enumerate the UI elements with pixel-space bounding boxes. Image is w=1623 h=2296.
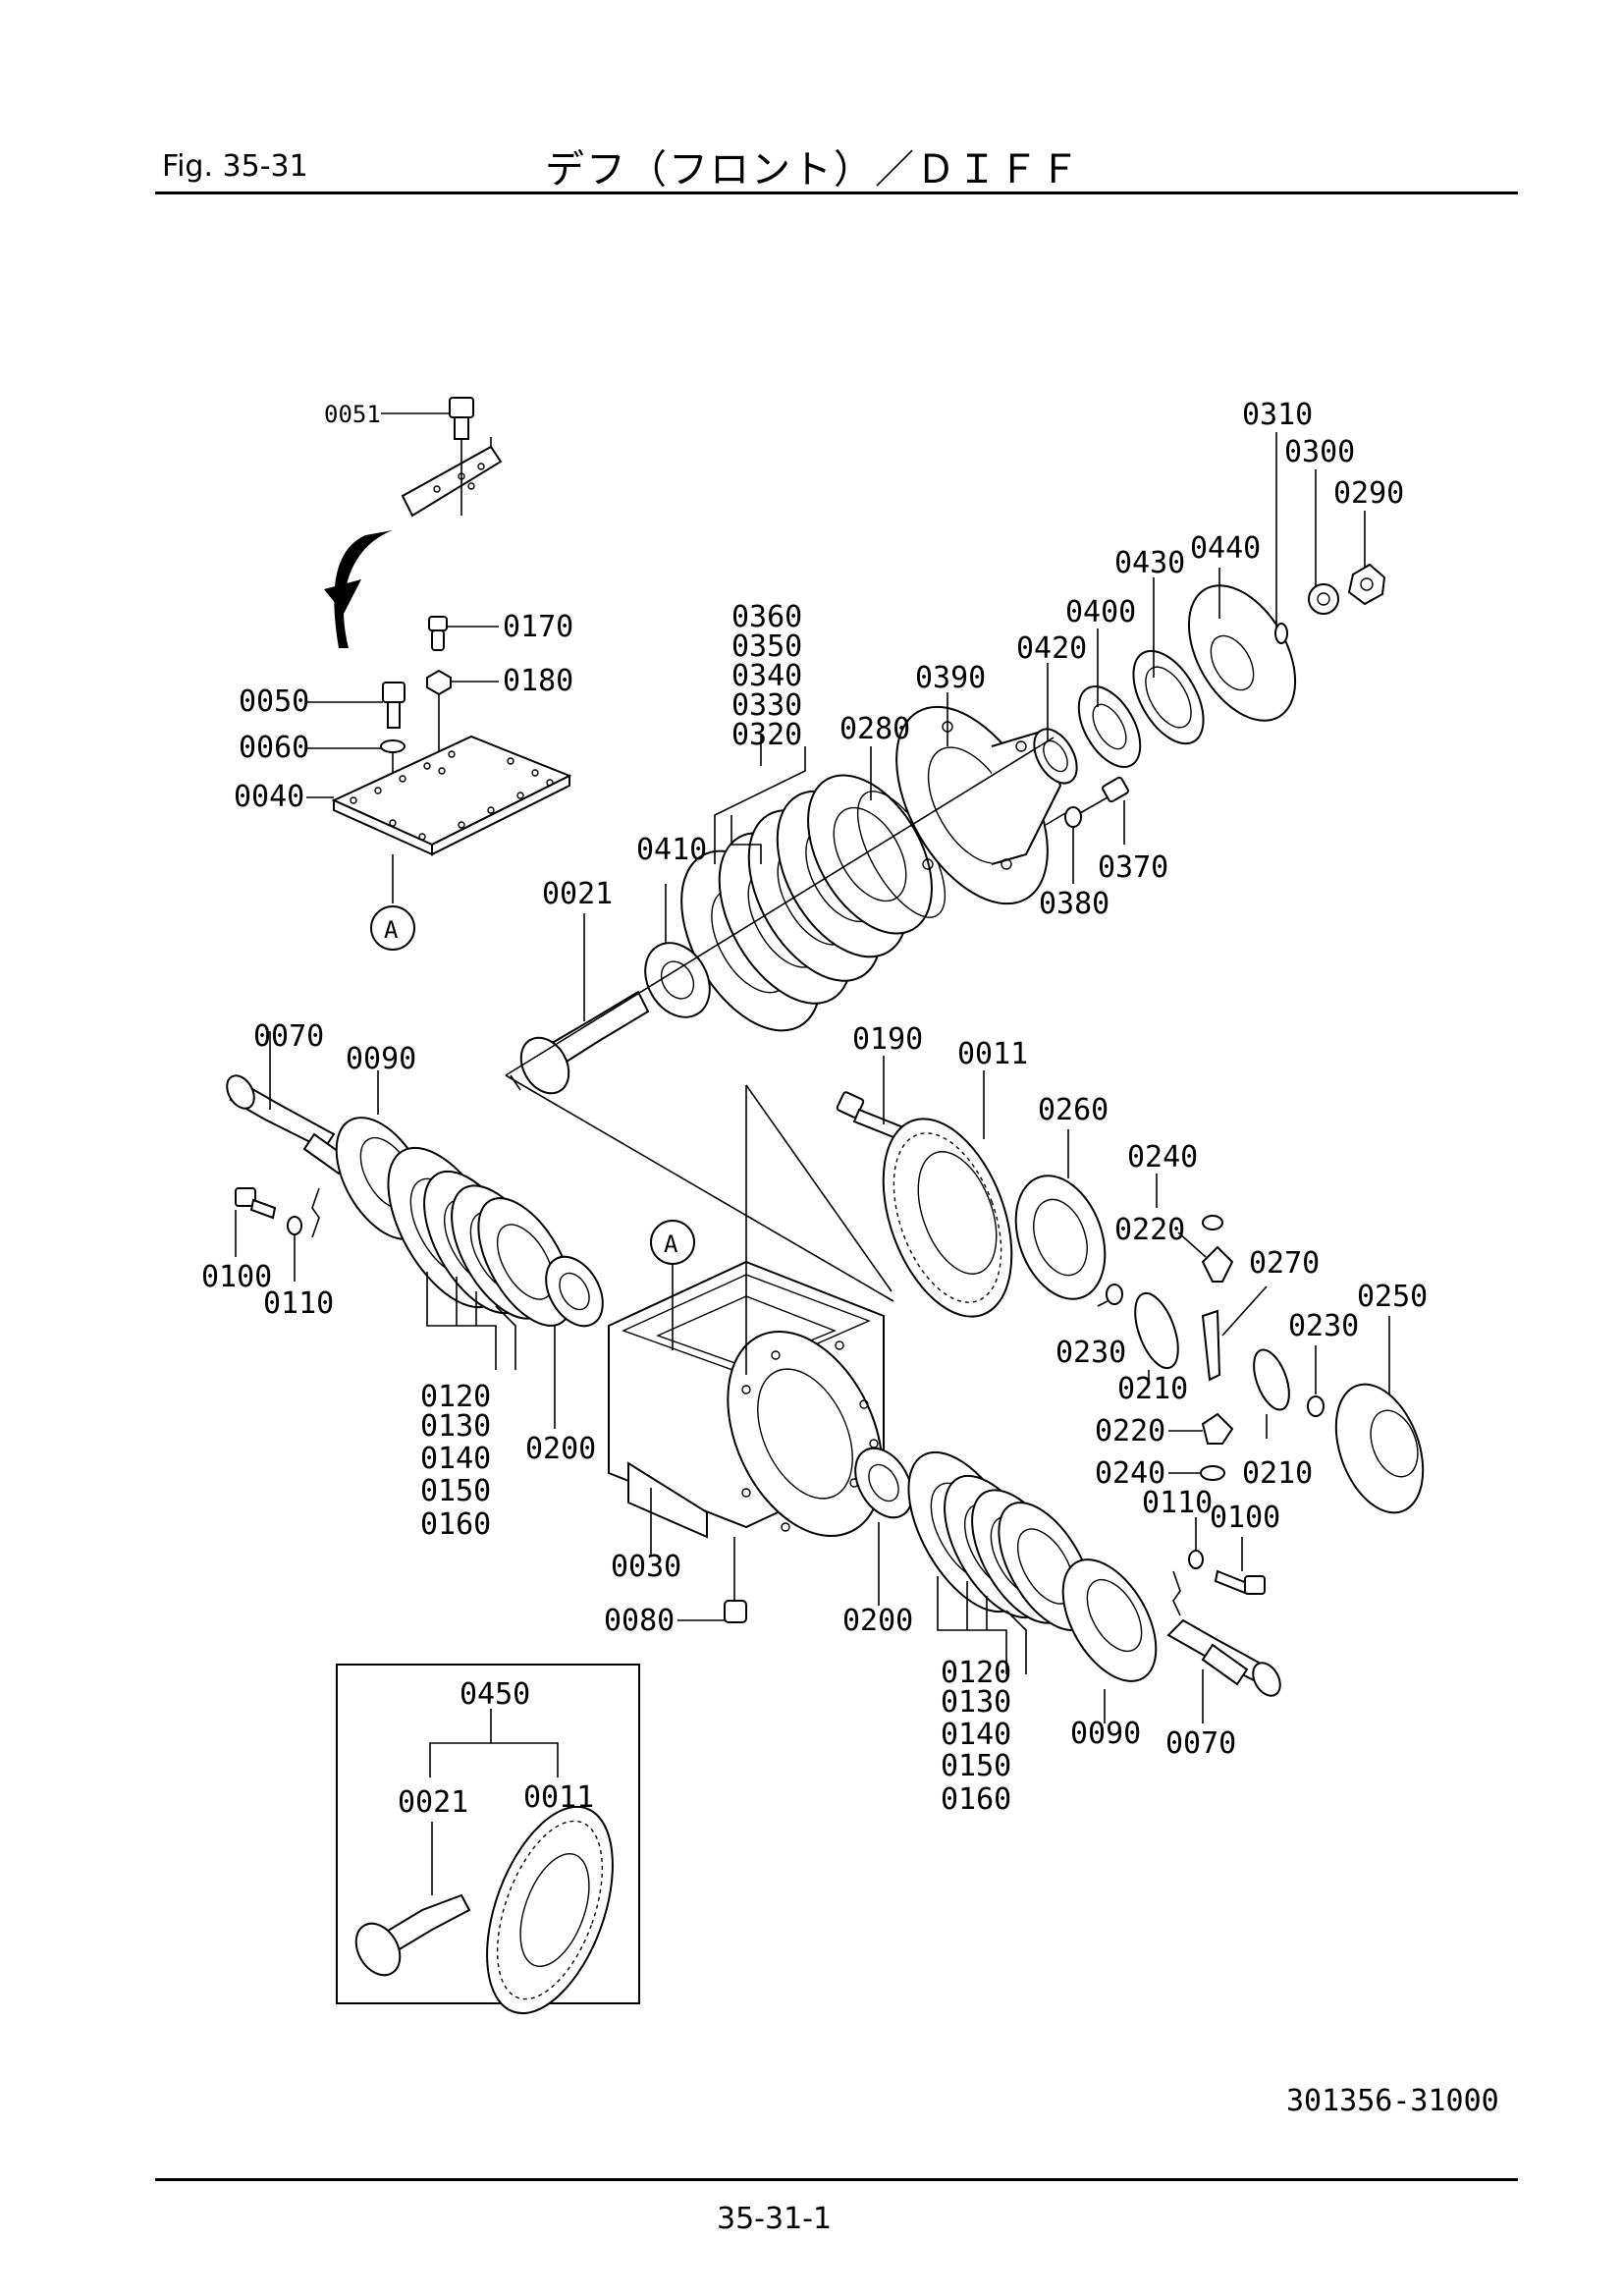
callout-0330: 0330	[731, 688, 802, 723]
callout-0200-right: 0200	[842, 1604, 913, 1638]
callout-0110-left: 0110	[263, 1286, 334, 1321]
callout-0011: 0011	[957, 1037, 1028, 1071]
callout-0011-inset: 0011	[523, 1780, 594, 1815]
callout-labels: 0051 0170 0180 0050 0060 0040 A 0360 035…	[201, 398, 1428, 1820]
callout-0130-left: 0130	[420, 1409, 491, 1444]
callout-0280: 0280	[839, 712, 910, 746]
callout-0410: 0410	[636, 833, 707, 867]
callout-0430: 0430	[1114, 546, 1185, 580]
callout-0380: 0380	[1039, 887, 1109, 921]
callout-0180: 0180	[503, 664, 573, 698]
callout-A-2: A	[664, 1230, 678, 1258]
callout-0150-right: 0150	[941, 1749, 1011, 1783]
callout-0110-right: 0110	[1142, 1486, 1213, 1520]
diff-internals-group	[1097, 1174, 1425, 1514]
callout-0290: 0290	[1333, 476, 1404, 511]
callout-0240-bottom: 0240	[1095, 1456, 1165, 1491]
callout-0220-bottom: 0220	[1095, 1414, 1165, 1449]
callout-0190: 0190	[852, 1022, 923, 1057]
callout-0100-right: 0100	[1210, 1501, 1280, 1535]
callout-0160-left: 0160	[420, 1507, 491, 1542]
callout-0450: 0450	[460, 1677, 530, 1712]
callout-0350: 0350	[731, 629, 802, 664]
callout-0130-right: 0130	[941, 1685, 1011, 1720]
callout-0260: 0260	[1038, 1093, 1109, 1127]
callout-0360: 0360	[731, 600, 802, 634]
callout-0080: 0080	[604, 1604, 675, 1638]
callout-0040: 0040	[234, 780, 304, 814]
callout-0200-left: 0200	[525, 1432, 596, 1466]
callout-0021-inset: 0021	[398, 1785, 468, 1820]
callout-0440: 0440	[1190, 531, 1261, 566]
callout-0300: 0300	[1284, 435, 1355, 469]
callout-0060: 0060	[239, 731, 309, 765]
callout-0050: 0050	[239, 684, 309, 719]
callout-0030: 0030	[611, 1550, 681, 1584]
callout-0120-left: 0120	[420, 1380, 491, 1414]
diff-case-group	[608, 1056, 1107, 1623]
cover-plate-group	[306, 397, 572, 951]
callout-0420: 0420	[1016, 631, 1087, 666]
page-number: 35-31-1	[717, 2202, 833, 2236]
right-axle-group	[854, 1447, 1281, 1723]
callout-0140-left: 0140	[420, 1442, 491, 1476]
callout-0250: 0250	[1357, 1280, 1428, 1314]
callout-0240-top: 0240	[1127, 1140, 1198, 1175]
callout-0310: 0310	[1242, 398, 1313, 432]
pinion-shaft-group	[505, 432, 1386, 1302]
callout-0170: 0170	[503, 610, 573, 644]
callout-0160-right: 0160	[941, 1782, 1011, 1817]
callout-0090-left: 0090	[346, 1042, 416, 1076]
callout-0230-right: 0230	[1288, 1309, 1359, 1343]
callout-0270: 0270	[1249, 1246, 1320, 1281]
callout-0340: 0340	[731, 659, 802, 693]
callout-0120-right: 0120	[941, 1656, 1011, 1690]
callout-0230-left: 0230	[1055, 1336, 1126, 1370]
callout-0370: 0370	[1098, 850, 1168, 885]
left-axle-group	[226, 1031, 604, 1429]
callout-0100-left: 0100	[201, 1260, 272, 1294]
drawing-number: 301356-31000	[1286, 2084, 1499, 2118]
page-title: デフ（フロント）／ＤＩＦＦ	[545, 147, 1081, 192]
callout-0390: 0390	[915, 661, 986, 695]
callout-0210-top: 0210	[1117, 1372, 1188, 1406]
callout-0320: 0320	[731, 718, 802, 752]
gear-set-inset	[336, 1664, 640, 2015]
figure-label: Fig. 35-31	[162, 149, 308, 184]
callout-0070-right: 0070	[1165, 1726, 1236, 1761]
callout-0051: 0051	[324, 401, 381, 428]
callout-0210-bottom: 0210	[1242, 1456, 1313, 1491]
header-rule	[155, 191, 1518, 194]
callout-0140-right: 0140	[941, 1718, 1011, 1752]
callout-0220-top: 0220	[1114, 1213, 1185, 1247]
callout-A-1: A	[384, 916, 399, 944]
callout-0070-left: 0070	[253, 1019, 324, 1054]
callout-0150-left: 0150	[420, 1474, 491, 1508]
callout-0090-right: 0090	[1070, 1717, 1141, 1751]
callout-0400: 0400	[1065, 595, 1136, 629]
footer-rule	[155, 2178, 1518, 2181]
callout-0021: 0021	[542, 877, 613, 911]
